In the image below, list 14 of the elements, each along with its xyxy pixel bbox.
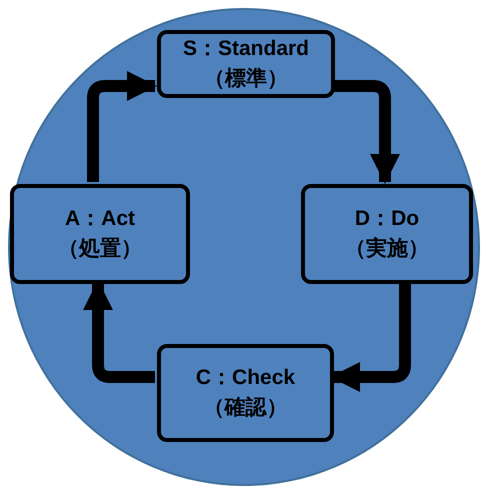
step-box	[157, 30, 335, 98]
step-subtitle: （標準）	[204, 66, 288, 92]
step-subtitle: （処置）	[58, 236, 142, 262]
step-box	[301, 184, 473, 284]
step-subtitle: （確認）	[204, 395, 288, 421]
arrow	[87, 71, 157, 182]
step-box	[10, 184, 190, 284]
step-title: S：Standard	[182, 36, 310, 62]
step-title: A：Act	[64, 206, 135, 232]
step-box	[157, 344, 334, 442]
step-title: D：Do	[354, 206, 420, 232]
arrow	[333, 80, 400, 184]
step-subtitle: （実施）	[345, 236, 429, 262]
step-title: C：Check	[196, 365, 296, 391]
